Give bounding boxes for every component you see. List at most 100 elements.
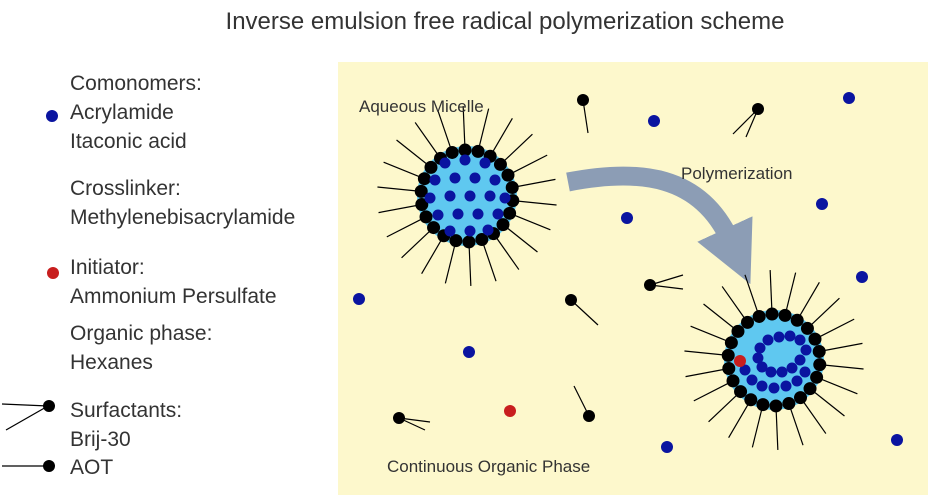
free-monomer-dot [843,92,855,104]
surfactant-head [734,385,748,399]
surfactant-tail [386,218,423,238]
surfactant-tail [414,122,439,156]
monomer-dot [439,157,451,169]
free-monomer-dot [353,293,365,305]
monomer-dot [444,190,456,202]
surfactant-tail [444,244,456,284]
aqueous-micelle-label: Aqueous Micelle [359,97,484,116]
polymerized-micelle [684,270,864,450]
free-monomer-dot [816,198,828,210]
surfactant-head [445,145,459,159]
free-surfactant-head [752,103,764,115]
polymerization-arrow [566,166,753,285]
initiator-dot [734,355,746,367]
polymer-chain-bead [754,342,766,354]
surfactant-tail [462,106,466,147]
surfactant-tail [468,245,472,286]
surfactant-head [756,398,770,412]
surfactant-tail [511,154,548,174]
polymer-chain-bead [756,380,768,392]
monomer-dot [452,208,464,220]
legend-acrylamide: Acrylamide [70,101,174,124]
surfactant-head [744,393,758,407]
surfactant-head [417,172,431,186]
surfactant-head [810,370,824,384]
surfactant-tail [482,243,497,282]
surfactant-head [503,206,517,220]
free-monomer-dot [648,115,660,127]
surfactant-tail [798,281,820,318]
monomer-dot [484,190,496,202]
legend-comonomers-heading: Comonomers: [70,72,202,95]
legend-initiator: Ammonium Persulfate [70,285,277,308]
surfactant-tail [823,364,864,370]
monomer-dot [469,172,481,184]
legend-surfactants-heading: Surfactants: [70,399,183,422]
surfactant-head [722,361,736,375]
surfactant-head [462,235,476,249]
surfactant-tail [401,229,432,259]
surfactant-tail [684,350,725,356]
surfactant-head [769,399,783,413]
surfactant-head [726,374,740,388]
surfactant-head [493,157,507,171]
free-monomer-dot [621,212,633,224]
surfactant-tail [505,226,538,253]
surfactant-head [496,218,510,232]
polymer-chain-bead [746,374,758,386]
polymer-chain-bead [800,344,812,356]
surfactant-tail [502,133,533,163]
surfactant-tail [690,325,728,342]
legend-brij30-symbol [1,400,55,431]
legend-initiator-heading: Initiator: [70,256,145,279]
surfactant-head [501,168,515,182]
free-monomer-dot [661,441,673,453]
surfactant-head [731,324,745,338]
monomer-dot [482,224,494,236]
polymer-chain-bead [762,334,774,346]
legend-monomer-dot [46,110,58,122]
surfactant-tail [744,274,759,313]
surfactant-tail [685,368,725,378]
monomer-dot [499,192,511,204]
surfactant-tail [802,400,827,434]
diagram-title: Inverse emulsion free radical polymeriza… [225,8,785,35]
monomer-dot [429,174,441,186]
surfactant-tail [491,117,513,154]
monomer-dot [472,208,484,220]
legend-organic: Hexanes [70,351,153,374]
polymerization-label: Polymerization [681,164,793,183]
free-surfactant-head [393,412,405,424]
monomer-dot [459,154,471,166]
surfactant-head [752,309,766,323]
legend-organic-heading: Organic phase: [70,322,213,345]
surfactant-head [419,210,433,224]
monomer-dot [489,174,501,186]
surfactant-head [765,307,779,321]
surfactant-tail [751,408,763,448]
surfactant-tail [437,110,452,149]
legend-crosslinker-heading: Crosslinker: [70,177,181,200]
surfactant-tail [516,178,556,188]
surfactant-tail [513,214,551,231]
polymer-chain-bead [765,366,777,378]
surfactant-tail [728,402,750,439]
surfactant-head [415,197,429,211]
surfactant-tail [383,161,421,178]
free-surfactant-head [583,410,595,422]
monomer-dot [464,225,476,237]
polymer-chain-bead [756,361,768,373]
legend-aot: AOT [70,456,114,479]
surfactant-head [800,321,814,335]
surfactant-head [790,313,804,327]
free-surfactant-tail [570,299,599,326]
monomer-dot [492,208,504,220]
surfactant-tail [721,286,746,320]
surfactant-tail [823,342,863,352]
surfactant-tail [708,393,739,423]
surfactant-head [721,348,735,362]
polymer-chain-bead [784,330,796,342]
free-initiator-dot [504,405,516,417]
aqueous-micelle [377,106,557,286]
